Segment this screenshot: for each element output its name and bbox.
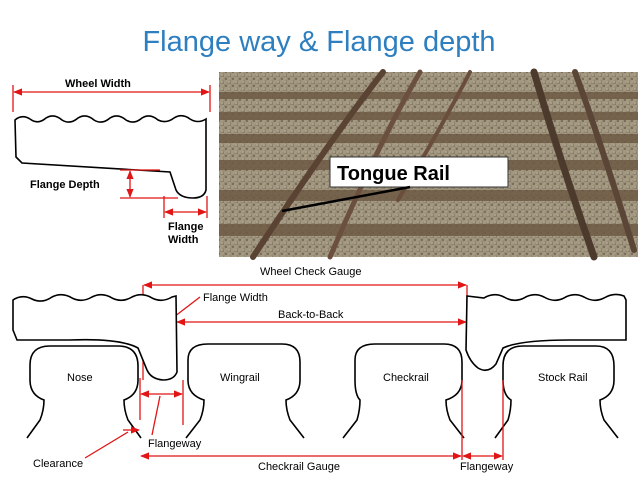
- wheel-profile-diagram: Wheel Width Flange Depth Flange Width: [12, 78, 211, 246]
- flange-width-label-line1: Flange: [168, 221, 203, 233]
- checkrail-label: Checkrail: [383, 372, 429, 384]
- flange-depth-label: Flange Depth: [30, 179, 100, 191]
- flangeway-right-label: Flangeway: [460, 461, 514, 473]
- nose-label: Nose: [67, 372, 93, 384]
- flange-width-gauge-label: Flange Width: [203, 292, 268, 304]
- wingrail-label: Wingrail: [220, 372, 260, 384]
- stock-rail: [494, 345, 619, 439]
- right-wheel-shape: [465, 293, 627, 372]
- stock-rail-label: Stock Rail: [538, 372, 588, 384]
- slide-title: Flange way & Flange depth: [142, 26, 496, 58]
- flange-width-label-line2: Width: [168, 234, 199, 246]
- checkrail: [342, 343, 465, 439]
- wheel-width-label: Wheel Width: [65, 78, 131, 90]
- wheel-profile-shape: [14, 114, 207, 199]
- wingrail: [185, 343, 305, 439]
- wheel-check-gauge-label: Wheel Check Gauge: [260, 266, 362, 278]
- gauge-diagram: Wheel Check Gauge Flange Width Back-to-B…: [12, 266, 627, 473]
- tongue-rail-callout: Tongue Rail: [337, 163, 450, 185]
- left-wheel-shape: [12, 293, 178, 381]
- nose-rail: [26, 345, 142, 439]
- flangeway-left-label: Flangeway: [148, 438, 202, 450]
- checkrail-gauge-label: Checkrail Gauge: [258, 461, 340, 473]
- back-to-back-label: Back-to-Back: [278, 309, 344, 321]
- clearance-label: Clearance: [33, 458, 83, 470]
- tongue-rail-photo: Tongue Rail: [219, 68, 638, 261]
